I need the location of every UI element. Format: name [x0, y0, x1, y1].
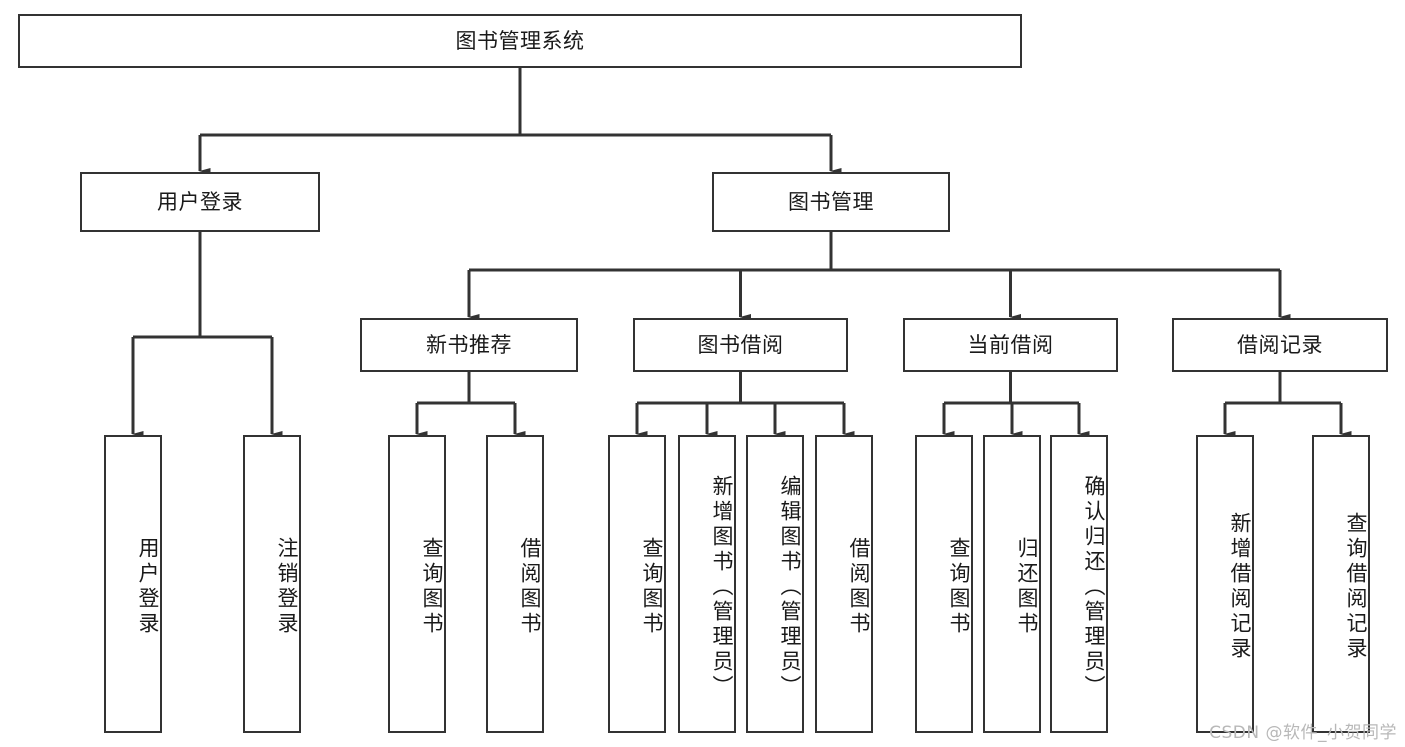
node-l-login[interactable]: 用户登录	[104, 435, 162, 733]
node-n-borrow[interactable]: 借阅图书	[486, 435, 544, 733]
node-login[interactable]: 用户登录	[80, 172, 320, 232]
node-label: 查询图书	[420, 537, 444, 637]
node-label: 借阅记录	[1237, 332, 1323, 357]
node-b-query[interactable]: 查询图书	[608, 435, 666, 733]
node-label: 借阅图书	[518, 537, 542, 637]
node-c-return[interactable]: 归还图书	[983, 435, 1041, 733]
node-label: 归还图书	[1015, 537, 1039, 637]
node-label: 图书借阅	[697, 332, 784, 357]
node-label: 借阅图书	[847, 537, 871, 637]
node-l-logout[interactable]: 注销登录	[243, 435, 301, 733]
node-r-query[interactable]: 查询借阅记录	[1312, 435, 1370, 733]
node-label: 新书推荐	[426, 332, 512, 357]
node-b-lend[interactable]: 借阅图书	[815, 435, 873, 733]
node-label: 用户登录	[136, 537, 160, 637]
node-label: 查询图书	[640, 537, 664, 637]
node-label: 新增借阅记录	[1228, 512, 1252, 662]
node-label: 用户登录	[157, 189, 243, 214]
node-newbook[interactable]: 新书推荐	[360, 318, 578, 372]
node-c-query[interactable]: 查询图书	[915, 435, 973, 733]
node-label: 图书管理系统	[455, 28, 585, 53]
node-b-add[interactable]: 新增图书（管理员）	[678, 435, 736, 733]
node-root[interactable]: 图书管理系统	[18, 14, 1022, 68]
node-bookmgmt[interactable]: 图书管理	[712, 172, 950, 232]
node-c-confirm[interactable]: 确认归还（管理员）	[1050, 435, 1108, 733]
node-label: 当前借阅	[967, 332, 1054, 357]
node-label: 注销登录	[275, 537, 299, 637]
node-n-query[interactable]: 查询图书	[388, 435, 446, 733]
node-b-edit[interactable]: 编辑图书（管理员）	[746, 435, 804, 733]
node-label: 编辑图书（管理员）	[778, 474, 802, 700]
watermark-text: CSDN @软件_小贺同学	[1209, 723, 1397, 743]
node-r-add[interactable]: 新增借阅记录	[1196, 435, 1254, 733]
node-record[interactable]: 借阅记录	[1172, 318, 1388, 372]
node-label: 查询借阅记录	[1344, 512, 1368, 662]
node-borrow[interactable]: 图书借阅	[633, 318, 848, 372]
node-label: 确认归还（管理员）	[1082, 474, 1106, 700]
node-label: 查询图书	[947, 537, 971, 637]
node-label: 新增图书（管理员）	[710, 474, 734, 700]
node-label: 图书管理	[788, 189, 874, 214]
node-current[interactable]: 当前借阅	[903, 318, 1118, 372]
